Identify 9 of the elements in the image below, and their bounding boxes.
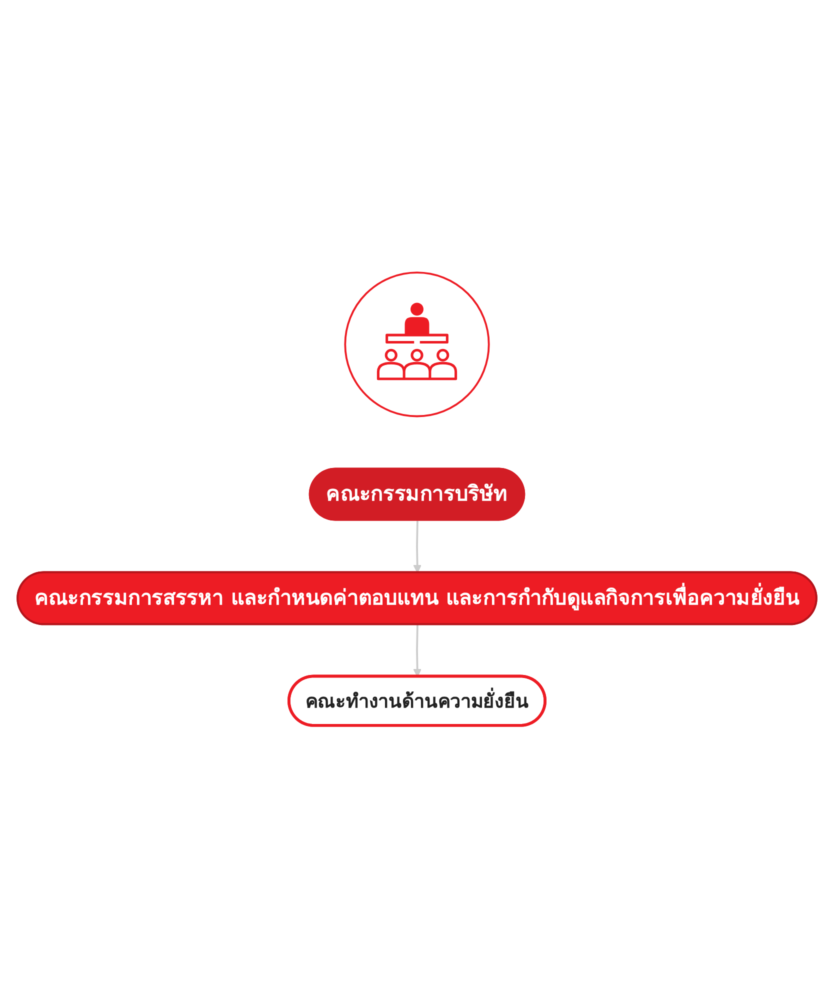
node-label: คณะกรรมการสรรหา และกำหนดค่าตอบแทน และการกำกับดูแลกิจการเพื่อความยั่งยืน [34,582,800,614]
node-label: คณะกรรมการบริษัท [326,481,508,508]
icon-circle [344,272,490,418]
arrow [413,624,422,678]
pill-node [308,468,526,521]
node-label: คณะทำงานด้านความยั่งยืน [305,686,529,714]
pill-node [16,571,818,626]
arrow [413,520,422,574]
pill-node [288,674,546,727]
